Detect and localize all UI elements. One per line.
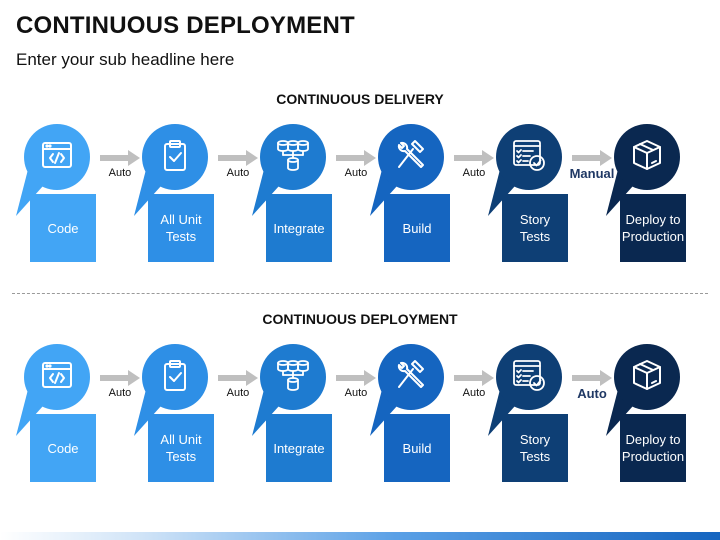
connector-label: Auto (108, 167, 132, 179)
tools-icon (393, 137, 429, 178)
code-window-icon (39, 137, 75, 178)
step-label: All Unit Tests (148, 194, 214, 262)
connector-label: Auto (108, 387, 132, 399)
pipeline-step: Integrate (248, 124, 332, 274)
flow-arrow (218, 150, 258, 166)
flow-arrow (218, 370, 258, 386)
flow-arrow (572, 150, 612, 166)
step-circle (260, 124, 326, 190)
checklist-window-icon (511, 357, 547, 398)
pipeline-step: Code (12, 124, 96, 274)
flow-arrow (454, 150, 494, 166)
pipeline-step: Integrate (248, 344, 332, 494)
connector-label: Auto (226, 387, 250, 399)
flow-arrow (572, 370, 612, 386)
flow-arrow (336, 150, 376, 166)
pipeline-step: Deploy to Production (602, 124, 686, 274)
footer-bar (0, 532, 720, 540)
step-label: All Unit Tests (148, 414, 214, 482)
connector-label: Auto (226, 167, 250, 179)
step-circle (378, 124, 444, 190)
code-window-icon (39, 357, 75, 398)
database-merge-icon (275, 357, 311, 398)
pipeline-step: All Unit Tests (130, 344, 214, 494)
connector-label: Auto (577, 386, 607, 401)
pipeline-step: Story Tests (484, 124, 568, 274)
flow-arrow (336, 370, 376, 386)
pipeline-step: Story Tests (484, 344, 568, 494)
page-title: CONTINUOUS DEPLOYMENT (16, 12, 355, 39)
step-circle (614, 124, 680, 190)
section-heading: CONTINUOUS DELIVERY (276, 91, 444, 107)
step-label: Integrate (266, 414, 332, 482)
pipeline-step: Code (12, 344, 96, 494)
pipeline-step: All Unit Tests (130, 124, 214, 274)
step-circle (142, 344, 208, 410)
step-circle (496, 124, 562, 190)
step-circle (24, 124, 90, 190)
pipeline-step: Deploy to Production (602, 344, 686, 494)
step-label: Deploy to Production (620, 414, 686, 482)
checklist-window-icon (511, 137, 547, 178)
clipboard-check-icon (157, 357, 193, 398)
step-label: Integrate (266, 194, 332, 262)
step-circle (614, 344, 680, 410)
step-label: Build (384, 414, 450, 482)
step-circle (378, 344, 444, 410)
pipeline-step: Build (366, 344, 450, 494)
step-label: Code (30, 194, 96, 262)
clipboard-check-icon (157, 137, 193, 178)
page-subtitle: Enter your sub headline here (16, 50, 235, 69)
step-label: Code (30, 414, 96, 482)
package-box-icon (629, 137, 665, 178)
pipeline-step: Build (366, 124, 450, 274)
section-divider (12, 293, 708, 294)
step-label: Build (384, 194, 450, 262)
step-circle (260, 344, 326, 410)
tools-icon (393, 357, 429, 398)
package-box-icon (629, 357, 665, 398)
database-merge-icon (275, 137, 311, 178)
connector-label: Auto (344, 167, 368, 179)
section-heading: CONTINUOUS DEPLOYMENT (262, 311, 458, 327)
step-label: Story Tests (502, 194, 568, 262)
flow-arrow (454, 370, 494, 386)
step-circle (24, 344, 90, 410)
flow-arrow (100, 150, 140, 166)
step-circle (496, 344, 562, 410)
step-circle (142, 124, 208, 190)
connector-label: Auto (344, 387, 368, 399)
connector-label: Auto (462, 387, 486, 399)
step-label: Story Tests (502, 414, 568, 482)
flow-arrow (100, 370, 140, 386)
step-label: Deploy to Production (620, 194, 686, 262)
connector-label: Manual (569, 166, 615, 181)
connector-label: Auto (462, 167, 486, 179)
